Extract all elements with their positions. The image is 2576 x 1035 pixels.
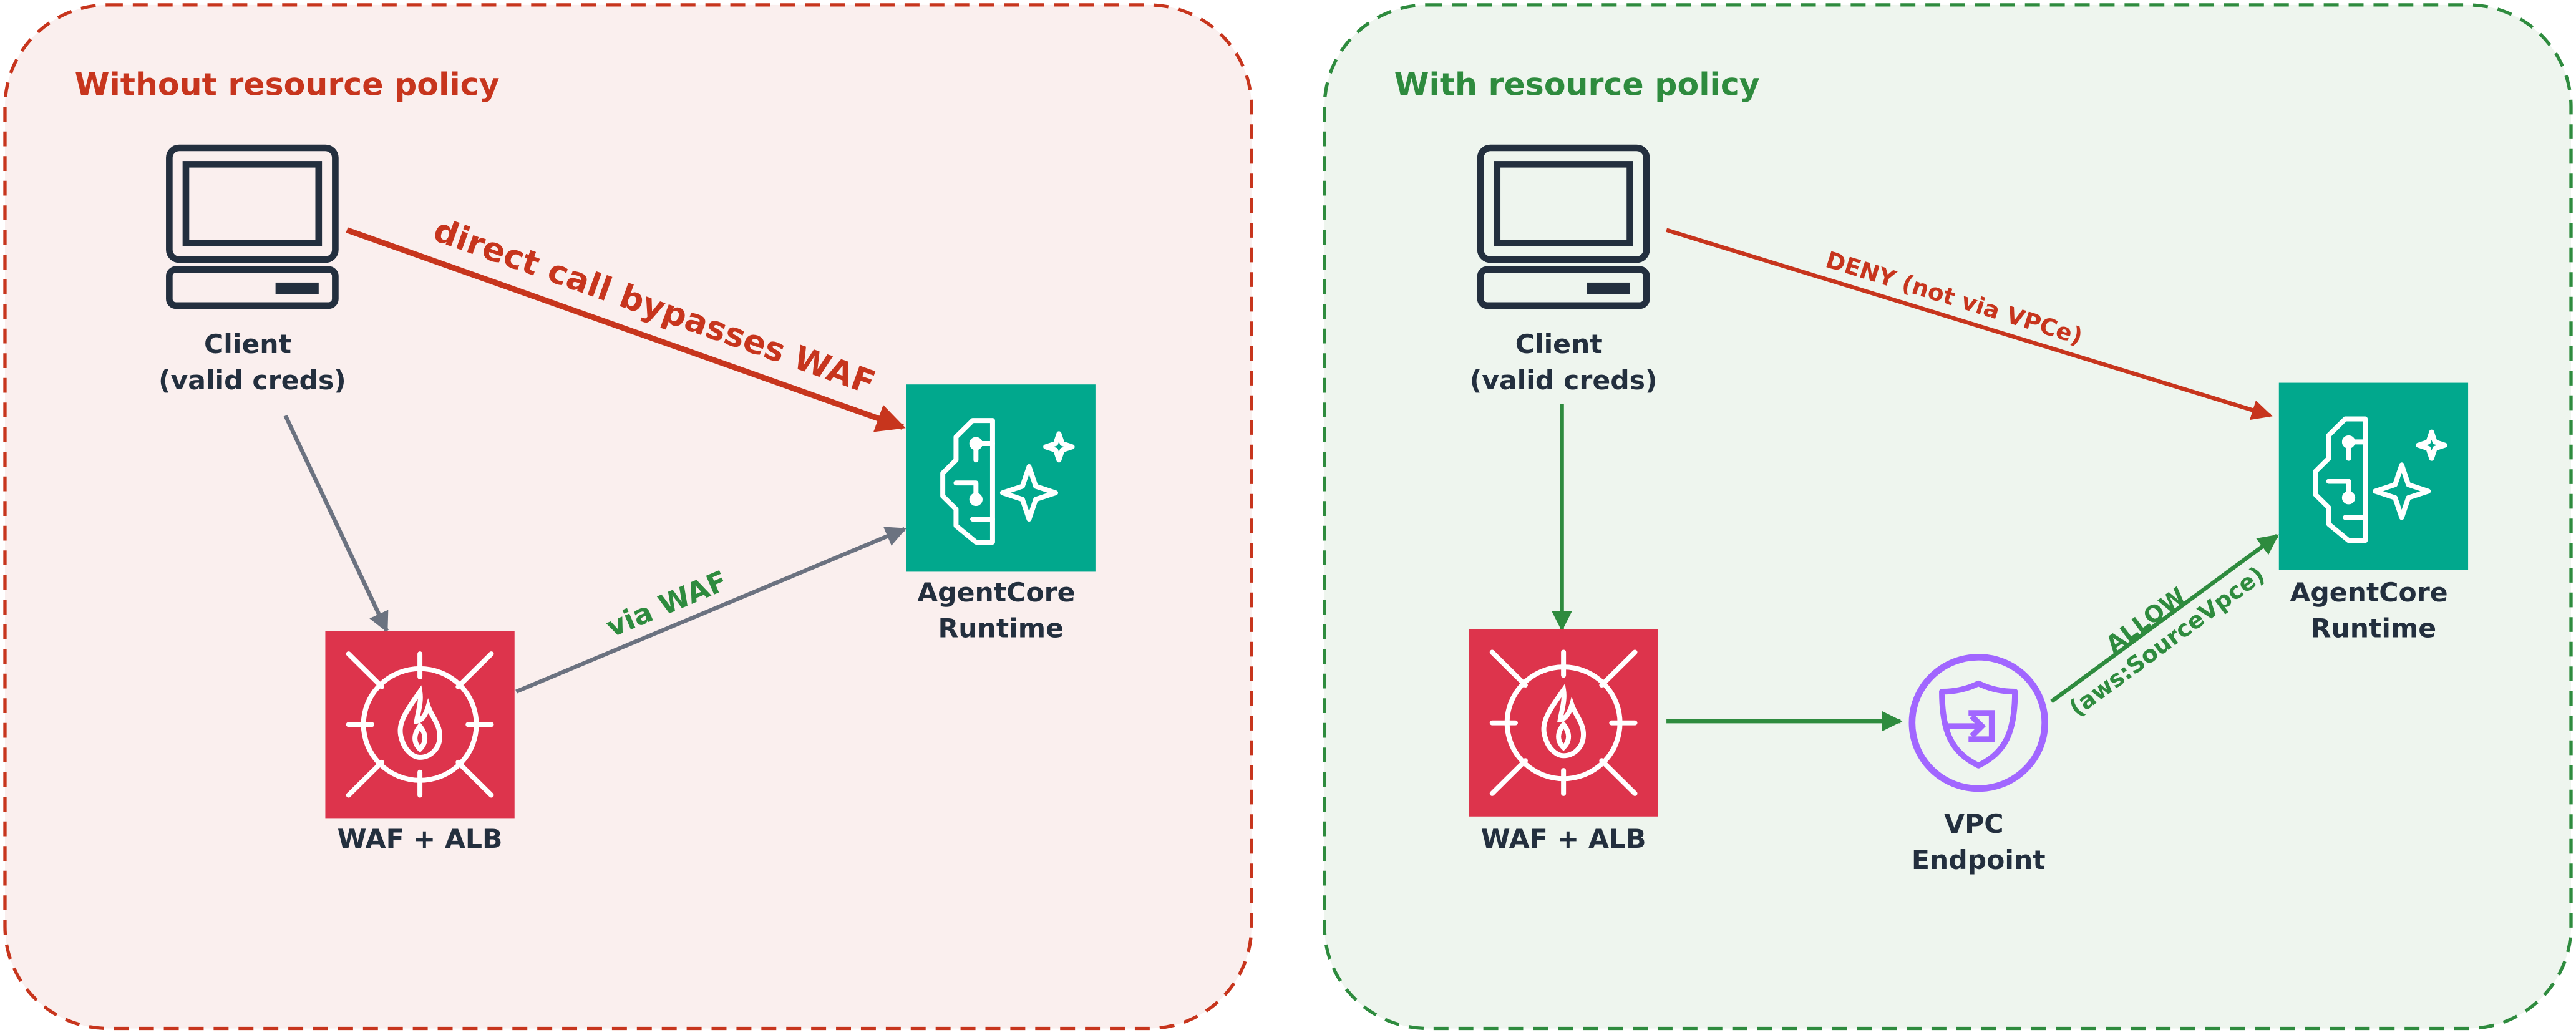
edge-direct-bypass xyxy=(346,227,906,432)
vpce-label: VPC Endpoint xyxy=(1912,809,2046,875)
waf-label: WAF + ALB xyxy=(338,824,503,854)
agentcore-label: AgentCore Runtime xyxy=(2290,577,2457,644)
waf-firewall-icon xyxy=(1469,629,1658,817)
vpce-node: VPC Endpoint xyxy=(1912,657,2046,875)
client-label: Client (valid creds) xyxy=(158,329,346,396)
agentcore-brain-icon xyxy=(906,384,1096,571)
waf-node: WAF + ALB xyxy=(325,631,514,854)
edge-deny-direct xyxy=(1666,228,2273,420)
left-panel: Without resource policy direct call bypa… xyxy=(3,3,1253,1031)
client-node: Client (valid creds) xyxy=(1470,148,1658,396)
right-panel: With resource policy DENY (not via VPCe)… xyxy=(1323,3,2573,1031)
waf-node: WAF + ALB xyxy=(1469,629,1658,854)
agentcore-node: AgentCore Runtime xyxy=(906,384,1096,644)
left-panel-title: Without resource policy xyxy=(75,66,500,103)
right-panel-title: With resource policy xyxy=(1394,66,1760,103)
edge-waf-to-agentcore xyxy=(515,527,907,694)
agentcore-node: AgentCore Runtime xyxy=(2279,383,2468,644)
edge-client-to-waf xyxy=(283,414,389,633)
waf-label: WAF + ALB xyxy=(1481,824,1646,854)
edge-vpce-to-agentcore xyxy=(2050,533,2279,704)
waf-firewall-icon xyxy=(325,631,514,818)
client-label: Client (valid creds) xyxy=(1470,329,1658,396)
agentcore-brain-icon xyxy=(2279,383,2468,570)
agentcore-label: AgentCore Runtime xyxy=(917,577,1084,644)
client-node: Client (valid creds) xyxy=(158,148,346,396)
